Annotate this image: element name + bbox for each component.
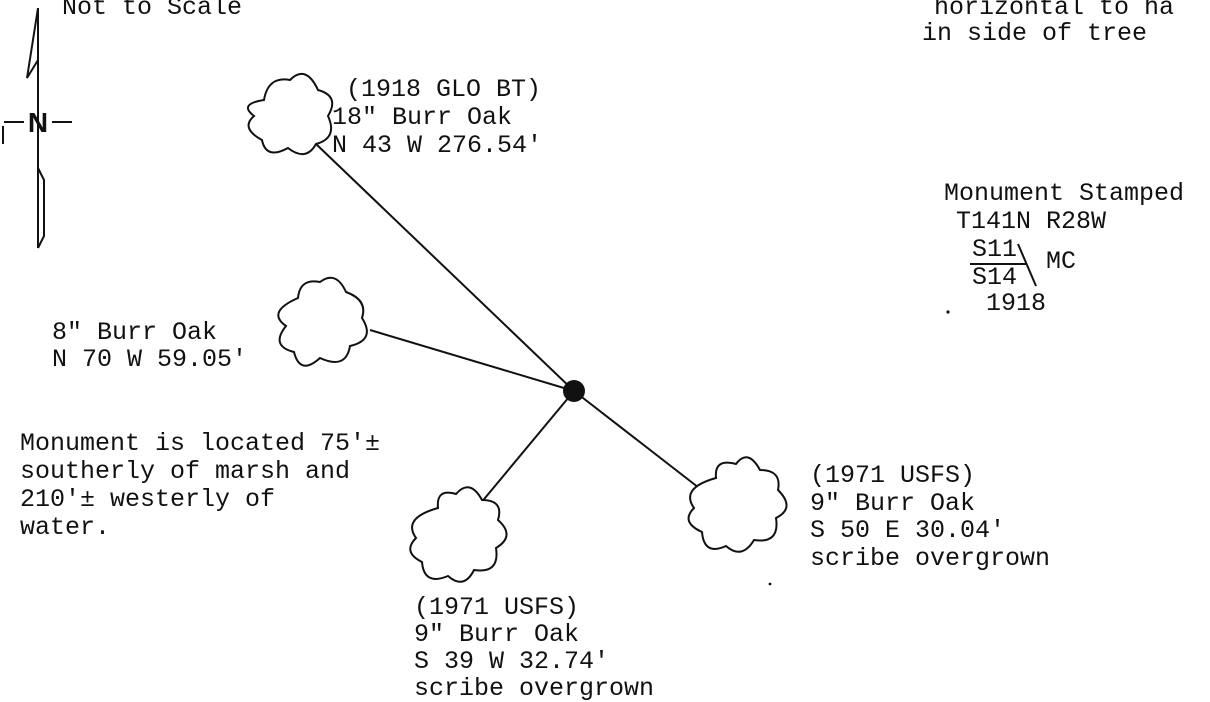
tie-line-se [573,390,713,499]
scale-note: Not to Scale [62,0,242,22]
tie-line-nw [315,143,575,392]
monument-stamp-heading: Monument Stamped [944,179,1184,208]
tree-w-line-1: 8" Burr Oak [52,318,217,347]
tree-nw-line-3: N 43 W 276.54' [332,131,542,160]
monument-stamp-section-top: S11 [972,235,1017,264]
tree-se-line-2: 9" Burr Oak [810,489,975,518]
north-label: N [28,107,48,138]
monument-marker-icon [563,380,585,402]
tree-sw-line-3: S 39 W 32.74' [414,647,609,676]
top-right-note-line-1: horizontal to ha [934,0,1174,22]
tree-se-line-4: scribe overgrown [810,544,1050,573]
monument-stamp-year: 1918 [986,289,1046,318]
location-note-line-1: Monument is located 75'± [20,429,380,458]
tree-w-icon [277,276,368,367]
tree-w-line-2: N 70 W 59.05' [52,345,247,374]
location-note-line-3: 210'± westerly of [20,485,275,514]
tree-se-icon [687,456,788,553]
location-note-line-4: water. [20,513,110,542]
tie-line-sw [479,390,575,505]
tree-se-line-3: S 50 E 30.04' [810,516,1005,545]
stray-dot-2 [768,582,772,586]
stray-dot [946,310,950,314]
tree-sw-line-4: scribe overgrown [414,674,654,702]
tree-se-line-1: (1971 USFS) [810,461,975,490]
tie-line-w [369,329,575,392]
top-right-note-line-2: in side of tree [922,19,1147,48]
monument-stamp-township-range: T141N R28W [956,207,1106,236]
tree-sw-line-1: (1971 USFS) [414,593,579,622]
section-corner-slash [1017,243,1037,287]
north-arrow-icon [2,7,72,249]
tree-nw-icon [246,72,334,155]
tree-sw-icon [409,486,508,583]
monument-stamp-mark: MC [1046,247,1076,276]
monument-stamp-section-bottom: S14 [972,263,1017,292]
tree-sw-line-2: 9" Burr Oak [414,620,579,649]
location-note-line-2: southerly of marsh and [20,457,350,486]
tree-nw-line-2: 18" Burr Oak [332,103,512,132]
tree-nw-line-1: (1918 GLO BT) [346,75,541,104]
